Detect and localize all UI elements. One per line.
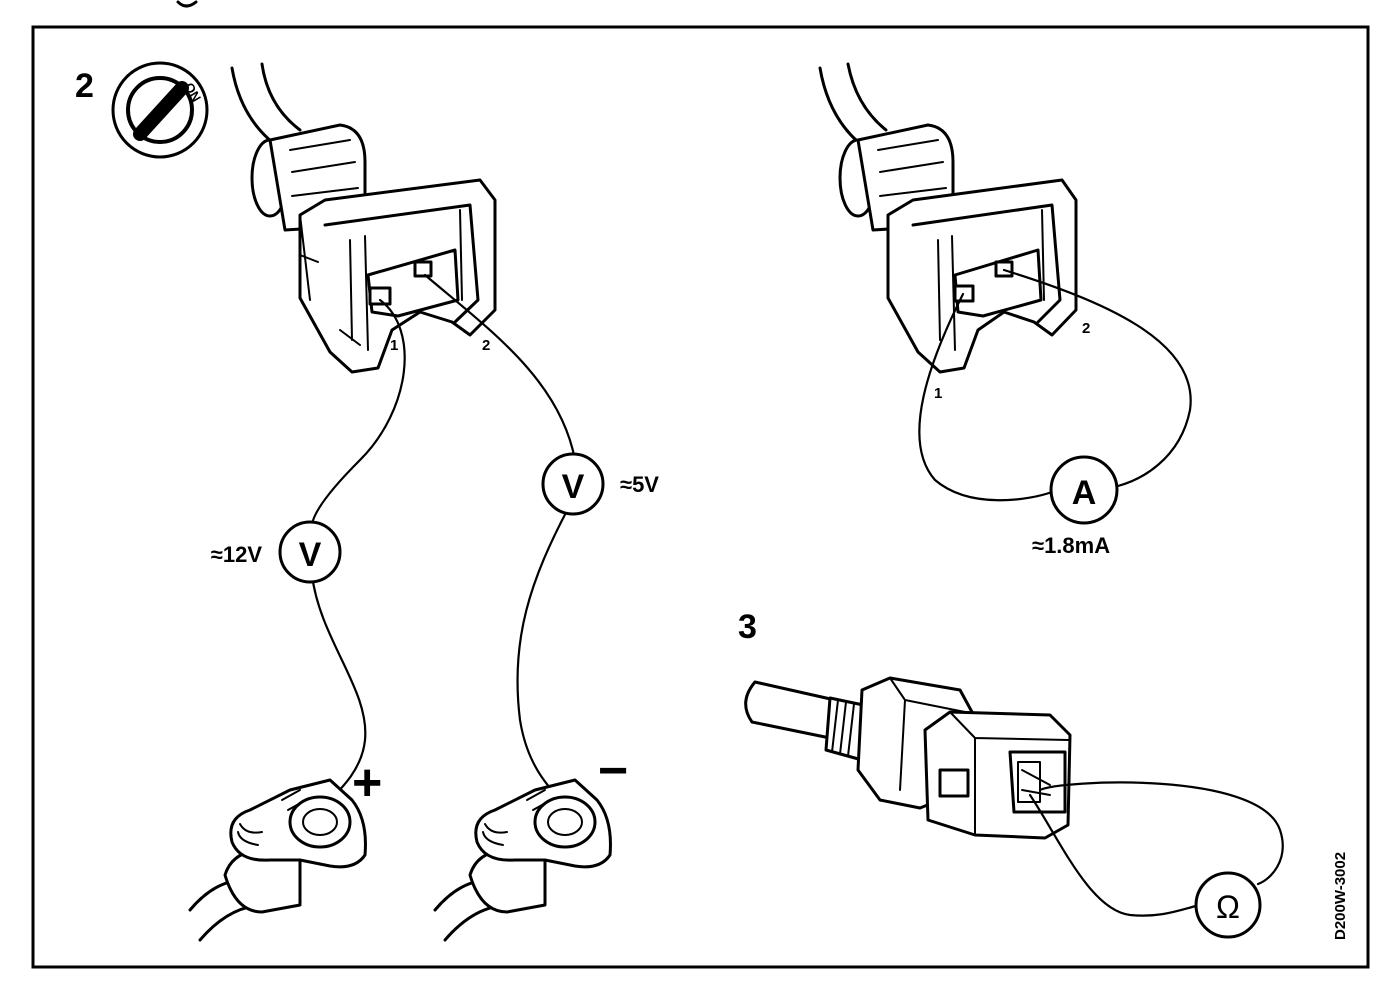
cropped-mark [176,0,198,8]
ohmmeter-symbol: Ω [1216,889,1240,925]
connector-housing-left [250,123,497,374]
connector-housing-right [838,123,1078,374]
voltmeter-12v: V [278,520,342,584]
wire-pin1-to-ammeter [918,292,1054,502]
wire-pin2-to-ammeter [1002,268,1192,488]
pin-1-socket [368,286,392,306]
connector-cable-left [230,62,302,144]
pin-2-label-left: 2 [482,337,490,354]
pin-1-label-left: 1 [390,337,398,354]
ammeter-symbol: A [1072,474,1097,512]
pin-2-label-right: 2 [1082,320,1090,337]
positive-symbol: + [352,754,382,812]
voltmeter-5v-reading: ≈5V [620,472,659,497]
voltmeter-12v-reading: ≈12V [211,542,263,567]
wire-meter-to-negative [516,503,572,812]
wire-meter-to-positive [310,573,367,807]
wire-pin2-to-meter [423,273,577,462]
figure-id-code: D200W-3002 [1332,852,1349,940]
pin-2-socket [413,260,433,278]
pin-1-label-right: 1 [934,385,942,402]
frame-border [31,25,1370,969]
temperature-sensor [744,676,1072,840]
battery-terminal-negative [433,778,612,942]
panel-2: 2 ON 1 2 [75,61,659,942]
panel-number-3: 3 [738,608,757,646]
connector-cable-right [818,62,888,144]
voltmeter-5v-symbol: V [562,468,585,506]
wire-pin1-to-meter [310,298,406,532]
battery-terminal-positive [188,778,367,942]
wire-sensor-to-ohmmeter-b [1028,793,1198,917]
ammeter: A [1049,455,1119,525]
ammeter-reading: ≈1.8mA [1032,533,1110,558]
voltmeter-12v-symbol: V [299,536,322,574]
panel-ammeter: 1 2 A ≈1.8mA [818,62,1192,558]
panel-number-2: 2 [75,67,94,105]
ohmmeter: Ω [1194,871,1262,939]
voltmeter-5v: V [541,452,605,516]
wire-sensor-to-ohmmeter-a [1038,781,1284,886]
panel-3: 3 Ω [738,608,1284,939]
negative-symbol: − [598,742,628,800]
pin-1-socket-right [953,284,975,303]
ignition-key-icon: ON [111,61,209,159]
